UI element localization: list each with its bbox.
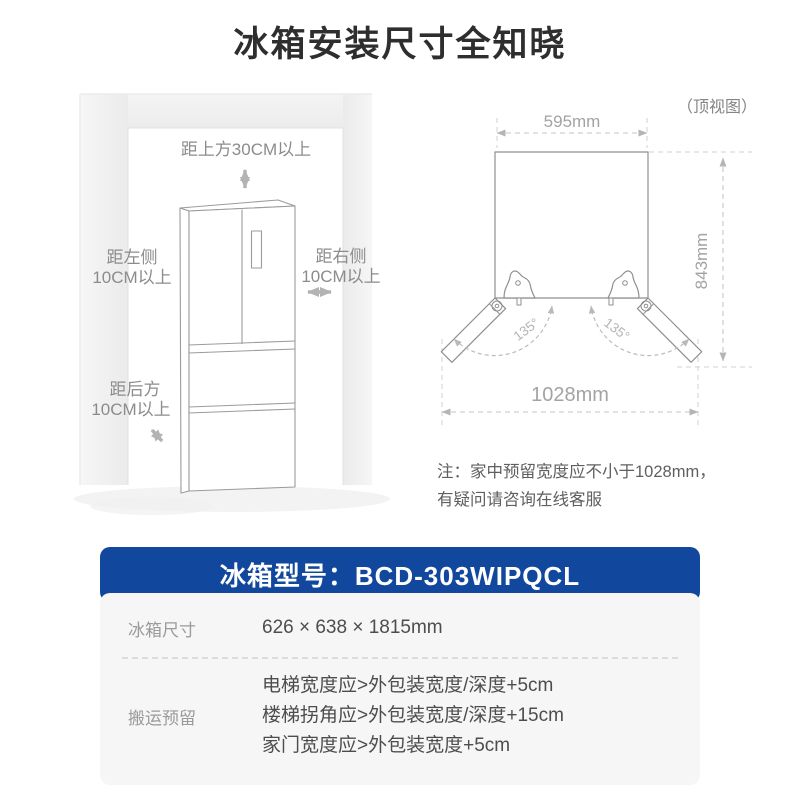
- page-title: 冰箱安装尺寸全知晓: [233, 25, 567, 64]
- right-clearance-label: 距右侧: [316, 247, 367, 266]
- table-row: 冰箱尺寸 626 × 638 × 1815mm: [100, 599, 700, 657]
- back-clearance-arrow-icon: [150, 428, 164, 443]
- spec-row-value: 家门宽度应>外包装宽度+5cm: [262, 735, 511, 756]
- spec-table-body: 冰箱尺寸 626 × 638 × 1815mm 搬运预留 电梯宽度应>外包装宽度…: [100, 593, 700, 785]
- spec-row-value: 626 × 638 × 1815mm: [262, 617, 443, 638]
- note-text: 注：家中预留宽度应不小于1028mm， 有疑问请咨询在线客服: [437, 458, 767, 514]
- note-line: 有疑问请咨询在线客服: [437, 491, 602, 509]
- left-clearance-label: 10CM以上: [92, 268, 171, 287]
- open-doors: [440, 297, 703, 363]
- right-door-angle-label: 135°: [601, 315, 632, 344]
- dimension-lines: [441, 129, 727, 416]
- top-clearance-label: 距上方30CM以上: [181, 140, 311, 159]
- note-line: 注：家中预留宽度应不小于1028mm，: [437, 463, 716, 481]
- top-view-caption: （顶视图）: [677, 98, 757, 116]
- spec-row-value: 电梯宽度应>外包装宽度/深度+5cm: [262, 675, 554, 696]
- spec-row-values: 电梯宽度应>外包装宽度/深度+5cm 楼梯拐角应>外包装宽度/深度+15cm 家…: [262, 671, 564, 761]
- depth-dimension-label: 843mm: [692, 233, 711, 290]
- door-swing-arcs: [453, 305, 690, 357]
- back-clearance-label: 10CM以上: [91, 400, 170, 419]
- spec-row-value: 楼梯拐角应>外包装宽度/深度+15cm: [262, 705, 564, 726]
- open-width-dimension-label: 1028mm: [531, 384, 609, 406]
- top-view-diagram: （顶视图）: [440, 98, 757, 425]
- right-clearance-label: 10CM以上: [301, 267, 380, 286]
- alcove-walls: [79, 93, 372, 485]
- top-view-body: [494, 151, 649, 306]
- back-clearance-label: 距后方: [110, 380, 161, 399]
- clearance-arrows: [150, 169, 332, 443]
- refrigerator-drawing: [179, 199, 296, 494]
- spec-table-header: 冰箱型号：BCD-303WIPQCL: [100, 547, 700, 602]
- clearance-diagram: 距上方30CM以上 距左侧 10CM以上 距右侧 10CM以上 距后方 10CM…: [74, 93, 390, 515]
- row-divider: [122, 657, 678, 659]
- spec-row-label: 搬运预留: [128, 708, 196, 728]
- spec-row-label: 冰箱尺寸: [128, 620, 196, 640]
- floor-shadow: [74, 486, 390, 515]
- extension-lines: [441, 118, 752, 425]
- left-clearance-label: 距左侧: [107, 248, 158, 267]
- left-door-angle-label: 135°: [511, 315, 542, 344]
- spec-table: 冰箱型号：BCD-303WIPQCL 冰箱尺寸 626 × 638 × 1815…: [100, 547, 700, 785]
- width-dimension-label: 595mm: [544, 112, 601, 131]
- table-row: 搬运预留 电梯宽度应>外包装宽度/深度+5cm 楼梯拐角应>外包装宽度/深度+1…: [100, 659, 700, 775]
